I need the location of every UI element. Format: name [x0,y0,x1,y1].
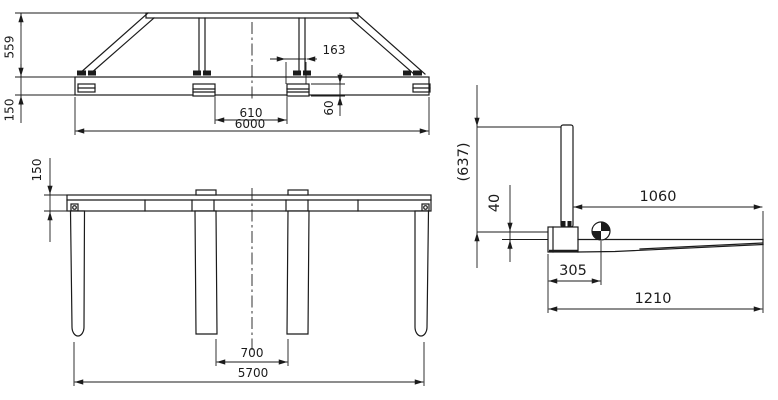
pocket-tab-right [287,189,309,196]
dim-label-6000: 6000 [235,117,266,131]
diagonal-brace-left [78,12,155,75]
backrest-post [560,124,574,228]
dimension-559: 559 [3,12,146,123]
dim-label-150-front: 150 [3,99,17,122]
top-rail [145,12,359,19]
middle-fork-right [286,210,310,335]
center-post-right [298,17,306,72]
outer-fork-right [414,210,430,337]
dimension-1210: 1210 [548,291,763,312]
dimension-700: 700 [215,339,289,366]
side-profile-view: (637) 40 1060 305 1210 [456,85,764,313]
fork-blade [577,238,764,253]
dim-label-305: 305 [559,263,587,279]
dimension-40: 40 [487,185,513,262]
fork-pocket-mid-left [192,83,216,97]
dimension-610: 610 [214,97,288,124]
mounting-pads [77,70,422,76]
dim-label-559: 559 [3,36,17,59]
dimension-150-plan: 150 [30,158,67,242]
dim-label-610: 610 [240,106,263,120]
dimension-305: 305 [547,241,602,313]
post-bolt-right [567,221,572,227]
dimension-60: 60 [311,73,345,116]
fork-pocket-mid-right [286,83,310,97]
dim-label-40: 40 [487,194,503,212]
front-elevation-view: 559 150 163 60 6 [3,12,431,135]
beam-segment-lines [144,199,359,212]
dimension-1060: 1060 [573,189,764,313]
dim-label-1060: 1060 [640,189,677,205]
carriage-block [547,226,579,253]
dim-label-637: (637) [456,143,472,182]
diagonal-brace-right [349,12,426,75]
middle-fork-left [194,210,218,335]
plan-view: 150 700 5700 [30,158,432,386]
center-of-gravity-icon [591,221,611,241]
dim-label-163: 163 [323,43,346,57]
post-bolt-left [561,221,566,227]
fork-pocket-end-right [412,83,431,93]
dim-label-1210: 1210 [635,291,672,307]
dim-label-150-plan: 150 [30,159,44,182]
outer-fork-left [69,210,86,337]
dimension-6000: 6000 [74,97,430,135]
dimension-150-front: 150 [3,94,75,122]
pocket-tab-left [195,189,217,196]
dimension-163: 163 [270,43,345,84]
dimension-5700: 5700 [73,342,425,386]
dim-label-700: 700 [241,346,264,360]
dim-label-60: 60 [322,100,336,115]
dim-label-5700: 5700 [238,366,269,380]
center-post-left [198,17,206,72]
dimension-637: (637) [456,85,561,268]
main-beam-plan [66,194,432,212]
fork-pocket-end-left [77,83,96,93]
